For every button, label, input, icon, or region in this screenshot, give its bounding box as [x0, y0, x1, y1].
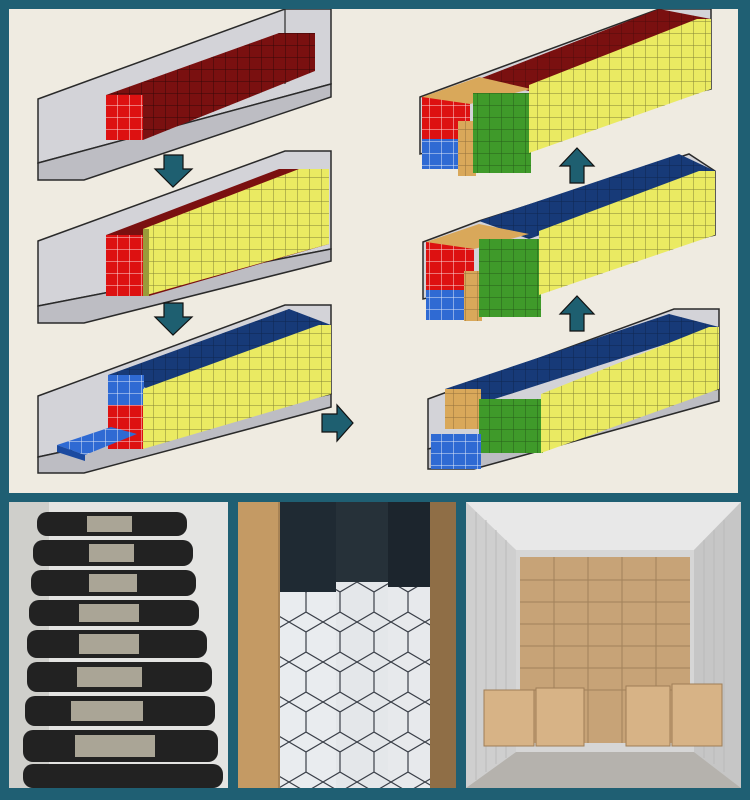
photo-packed-mats [9, 502, 228, 788]
container-stage-5 [422, 153, 716, 321]
container-stage-3 [37, 304, 332, 474]
loading-diagram [37, 9, 720, 474]
loading-diagram-panel [9, 9, 738, 493]
container-stage-2 [37, 150, 332, 324]
arrow-down-2 [153, 302, 194, 336]
photo-mat-rolls [238, 502, 456, 788]
arrow-down-1 [153, 154, 194, 188]
container-stage-1 [37, 9, 332, 181]
container-stage-4 [419, 9, 712, 176]
arrow-up-1 [558, 295, 596, 332]
container-stage-6 [427, 308, 720, 470]
arrow-right [321, 403, 354, 443]
photo-container-cartons [466, 502, 741, 788]
arrow-up-2 [558, 147, 596, 184]
